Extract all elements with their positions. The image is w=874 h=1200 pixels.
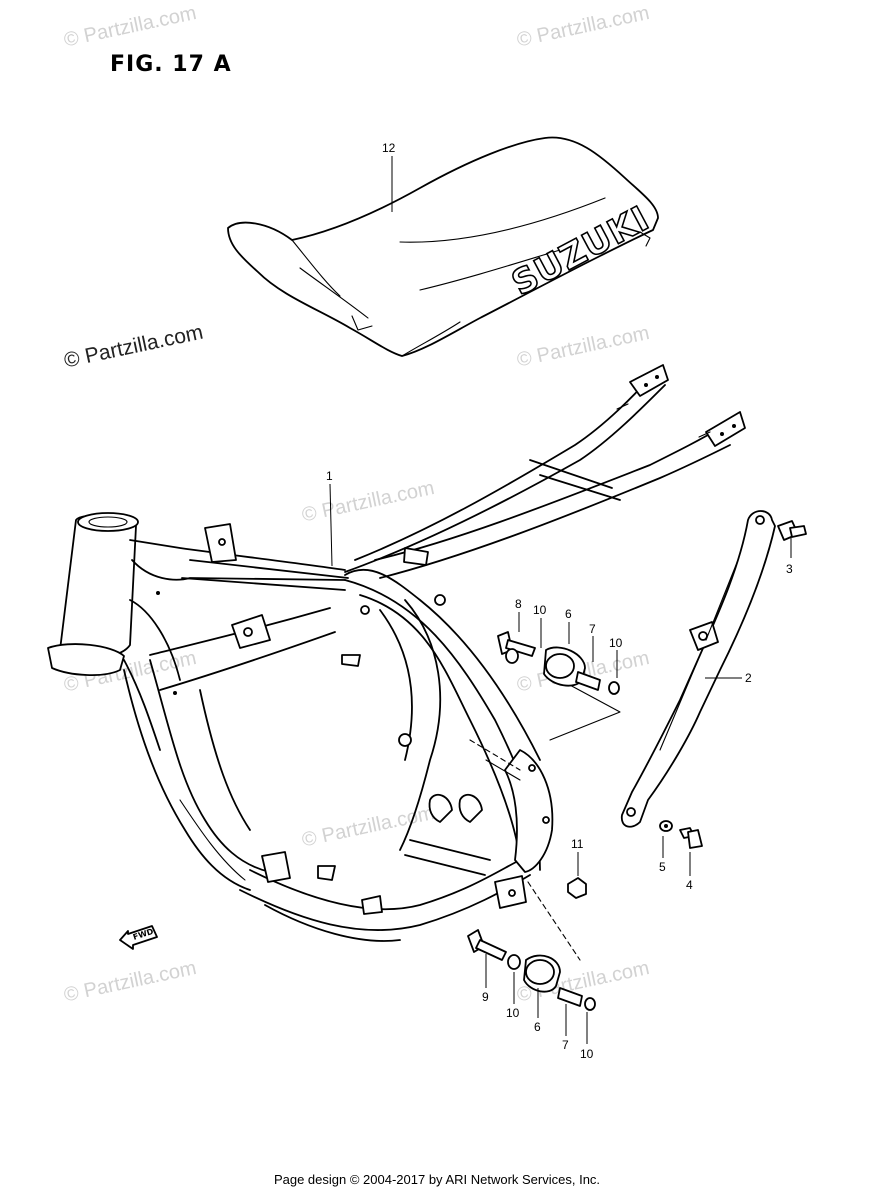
fwd-arrow-icon: FWD: [119, 925, 158, 950]
frame[interactable]: [47, 364, 746, 942]
bolt-9[interactable]: [467, 929, 507, 961]
callout-6-upper: 6: [565, 607, 572, 621]
bolt-4[interactable]: [679, 827, 703, 849]
callout-5: 5: [659, 860, 666, 874]
washer-10-upper-a[interactable]: [505, 648, 519, 664]
callout-10-lower-a: 10: [506, 1006, 520, 1020]
callout-10-upper-b: 10: [609, 636, 623, 650]
footer-copyright: Page design © 2004-2017 by ARI Network S…: [273, 1172, 601, 1187]
frame-stay[interactable]: [620, 510, 776, 828]
collar-7-lower[interactable]: [557, 987, 583, 1007]
callout-12: 12: [382, 141, 396, 155]
bolt-3[interactable]: [777, 520, 807, 541]
figure-title: FIG. 17 A: [110, 52, 232, 77]
washer-10-lower-a[interactable]: [507, 954, 521, 970]
callout-2: 2: [745, 671, 752, 685]
washer-10-upper-b[interactable]: [608, 681, 620, 695]
callout-3: 3: [786, 562, 793, 576]
rubber-mount-6-lower[interactable]: [523, 954, 561, 993]
callout-10-lower-b: 10: [580, 1047, 594, 1061]
callout-9: 9: [482, 990, 489, 1004]
collar-7-upper[interactable]: [575, 671, 601, 691]
callout-4: 4: [686, 878, 693, 892]
callout-7-lower: 7: [562, 1038, 569, 1052]
callout-1: 1: [326, 469, 333, 483]
nut-11[interactable]: [567, 877, 587, 899]
callout-7-upper: 7: [589, 622, 596, 636]
callout-11: 11: [571, 837, 584, 851]
washer-10-lower-b[interactable]: [584, 997, 596, 1011]
callout-8: 8: [515, 597, 522, 611]
callout-10-upper-a: 10: [533, 603, 547, 617]
callout-6-lower: 6: [534, 1020, 541, 1034]
rubber-mount-6-upper[interactable]: [543, 646, 586, 687]
seat[interactable]: [227, 136, 659, 357]
